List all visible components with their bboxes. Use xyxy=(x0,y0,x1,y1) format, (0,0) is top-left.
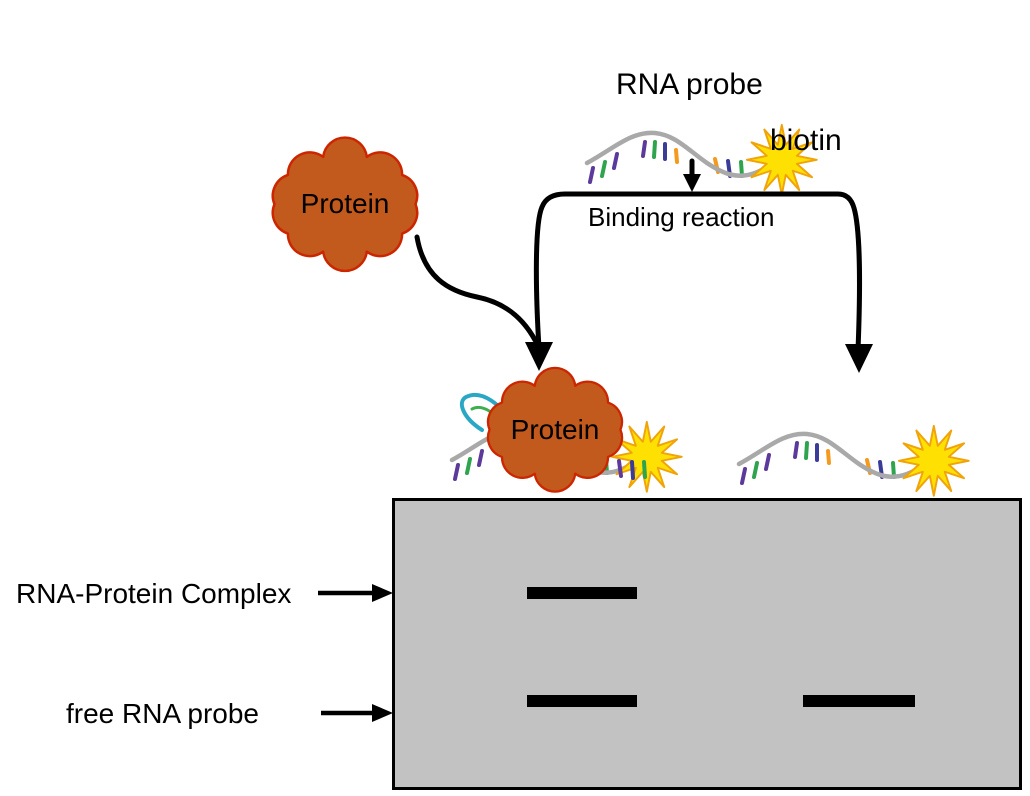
binding-bracket-arrow xyxy=(525,191,873,373)
right-arrowhead-icon xyxy=(845,344,873,373)
protein-to-complex-arrow xyxy=(414,234,538,343)
probe-to-bracket-arrow xyxy=(683,158,701,192)
rna-protein-complex-graphic xyxy=(452,366,682,492)
free-rna-probe-row-label: free RNA probe xyxy=(66,698,259,729)
binding-reaction-label: Binding reaction xyxy=(588,202,775,232)
protein-complex-label: Protein xyxy=(510,414,600,445)
biotin-label: biotin xyxy=(770,124,842,157)
left-arrowhead-icon xyxy=(525,342,553,371)
free-row-arrow xyxy=(321,704,393,722)
rna-protein-complex-row-label: RNA-Protein Complex xyxy=(16,578,292,609)
gel-box xyxy=(392,498,1022,790)
gel-band-free-lane1 xyxy=(527,695,637,707)
gel-band-complex-lane1 xyxy=(527,587,637,599)
protein-input-label: Protein xyxy=(300,188,390,219)
complex-row-arrow xyxy=(318,584,393,602)
gel-band-free-lane2 xyxy=(803,695,915,707)
rna-probe-label: RNA probe xyxy=(616,68,763,101)
free-rna-probe-graphic xyxy=(739,426,969,496)
